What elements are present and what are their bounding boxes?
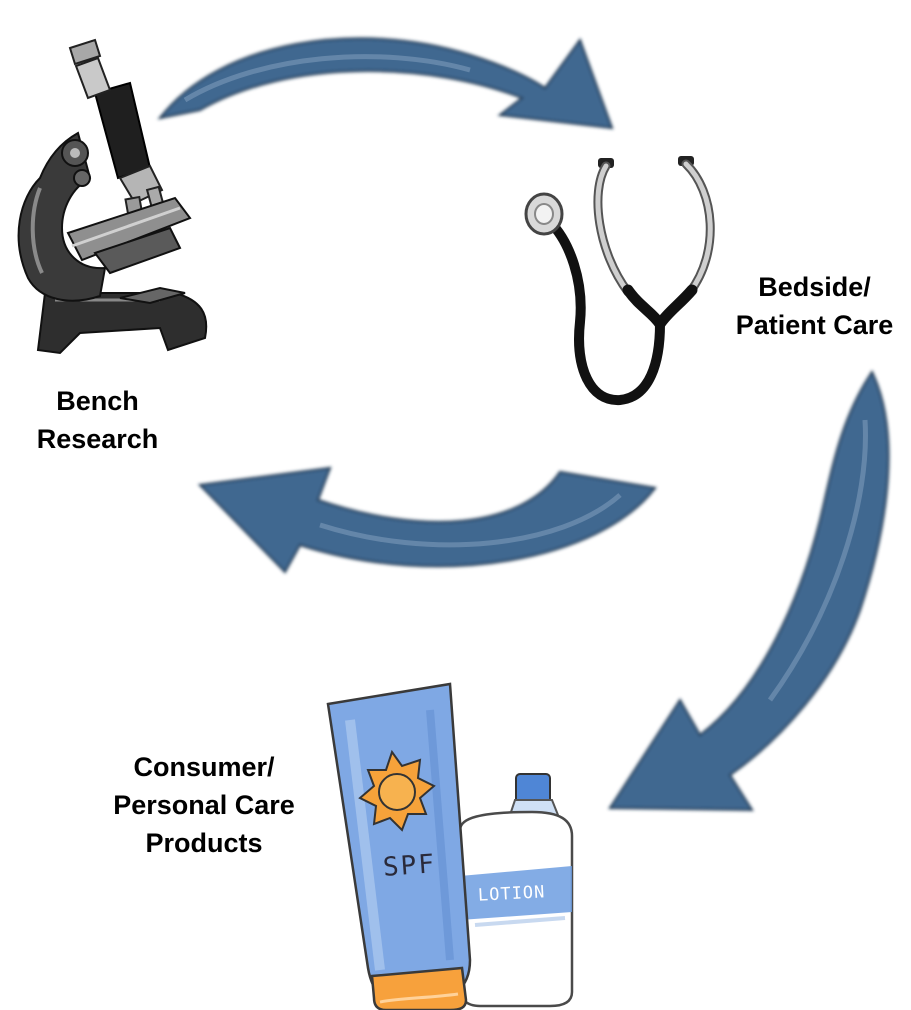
bench-label-line2: Research [36, 424, 159, 454]
sunscreen-tube [326, 682, 472, 1010]
bedside-label-line1: Bedside/ [758, 272, 871, 302]
sun-icon [358, 749, 436, 832]
consumer-label-line3: Products [145, 828, 263, 858]
bottle-lotion-text: LOTION [477, 882, 546, 906]
consumer-label-line2: Personal Care [113, 790, 295, 820]
arrow-bedside-to-bench [197, 466, 657, 574]
bench-research-label: Bench Research [0, 382, 195, 458]
stethoscope-icon [524, 156, 715, 406]
bedside-patient-care-label: Bedside/ Patient Care [718, 268, 911, 344]
arrow-bench-to-bedside [157, 37, 614, 130]
consumer-label-line1: Consumer/ [133, 752, 275, 782]
lotion-bottle [458, 773, 574, 1008]
consumer-products-label: Consumer/ Personal Care Products [86, 748, 322, 862]
bedside-label-line2: Patient Care [735, 310, 894, 340]
arrow-bedside-to-consumer [608, 369, 890, 812]
microscope-icon [17, 38, 208, 355]
tube-spf-text: SPF [382, 849, 437, 883]
sunscreen-lotion-icon [326, 682, 574, 1010]
bench-label-line1: Bench [56, 386, 139, 416]
